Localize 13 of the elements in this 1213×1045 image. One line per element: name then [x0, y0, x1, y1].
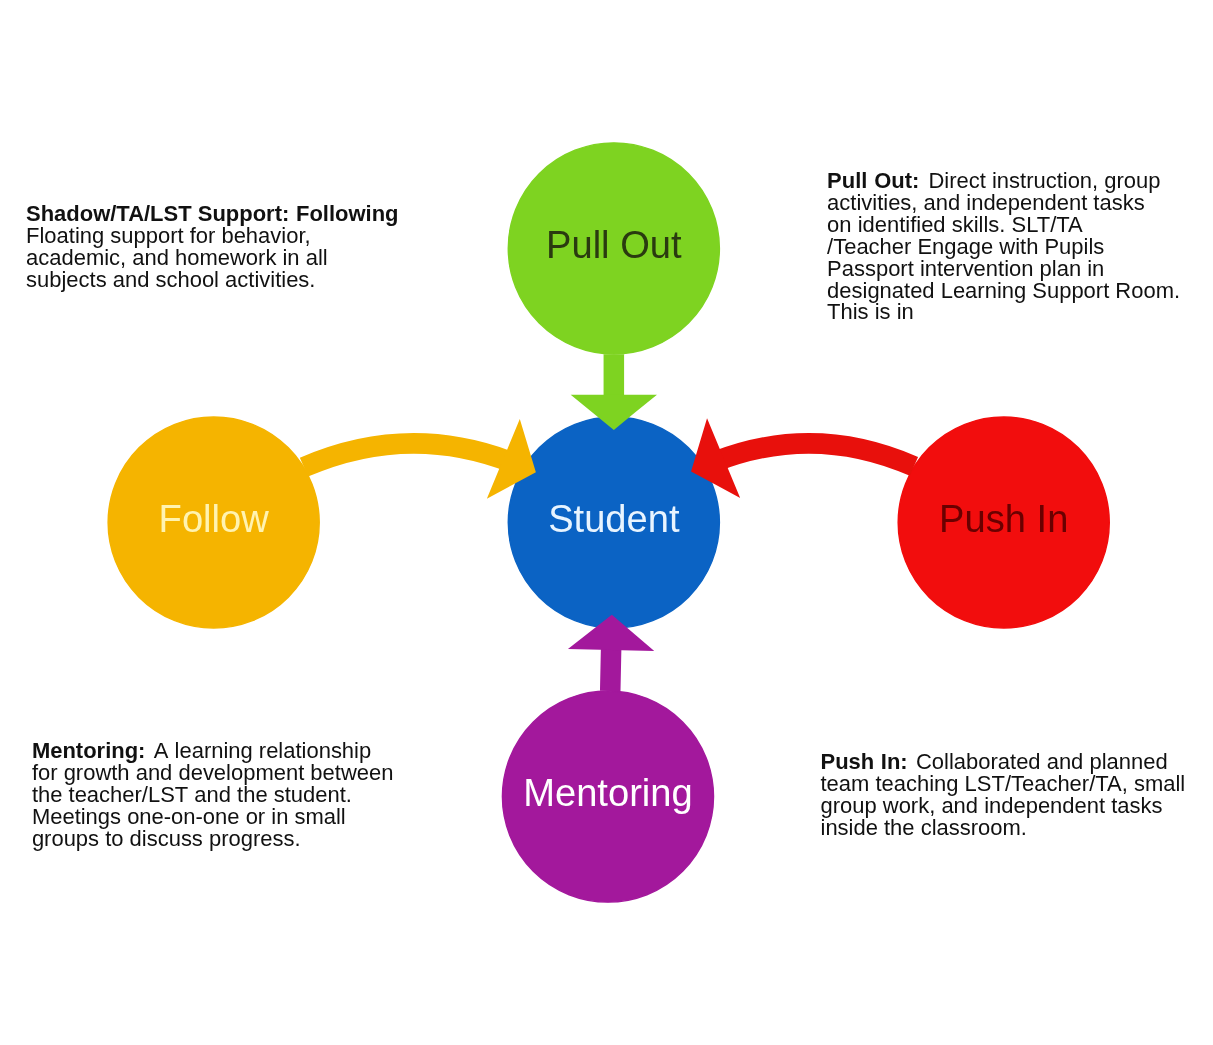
node-circle: Push In: [897, 416, 1110, 629]
arrow: [300, 418, 536, 499]
node-circle: Student: [507, 416, 721, 629]
node-circle: Follow: [107, 416, 320, 629]
label: Push In: Collaborated and planned team teaching LST/Teacher/TA, small group work, and independent tasks inside the classroom.: [820, 748, 1186, 840]
label: Shadow/TA/LST Support: Following Floating support for behavior, academic, and homework in all subjects and school activities.: [26, 200, 399, 292]
label: Mentoring: A learning relationship for growth and development between the teacher/LST and the student. Meetings one-on-one or in small groups to discuss progress.: [31, 737, 394, 851]
arrow: [691, 418, 918, 498]
node-circle: Mentoring: [501, 690, 715, 903]
arrow: [567, 614, 655, 692]
arrow: [570, 354, 657, 430]
node-circle: Pull Out: [507, 142, 721, 355]
label: Pull Out: Direct instruction, group activities, and independent tasks on identified skills. SLT/TA /Teacher Engage with Pupils Passport intervention plan in designated Learning Support Room. This is in: [827, 167, 1181, 325]
